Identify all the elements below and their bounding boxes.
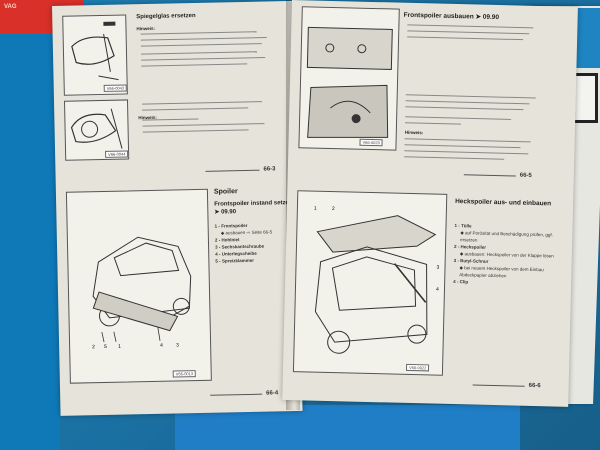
section-heading: Spiegelglas ersetzen: [136, 12, 196, 21]
callout: 1: [313, 205, 317, 212]
divider: [472, 384, 525, 387]
hinweis-label: Hinweis:: [138, 114, 157, 121]
page-number: 66-6: [528, 382, 541, 390]
mirror-glass-figure: [63, 99, 130, 161]
callout: 1: [118, 343, 121, 350]
figure-ref: V66-0020: [359, 138, 383, 147]
front-spoiler-illustration: [306, 26, 393, 138]
callout: 5: [104, 343, 107, 350]
callout: 2: [92, 344, 95, 351]
car-rear-illustration: [314, 215, 437, 354]
callout: 4: [160, 342, 163, 349]
rear-spoiler-figure: 1 2 3 4 V66-0022: [292, 190, 448, 376]
parts-list: 1 - Tülle ◆ auf Porösität und Beschädigu…: [453, 222, 559, 288]
figure-ref: V66-0044: [105, 150, 129, 158]
figure-ref: V66-0022: [405, 363, 430, 372]
section-heading: Frontspoiler ausbauen ➤ 09.90: [403, 11, 500, 22]
hinweis-label: Hinweis:: [136, 25, 156, 32]
mirror-glass-illustration: [70, 108, 123, 149]
section-heading: Heckspoiler aus- und einbauen: [455, 198, 552, 208]
figure-ref: V66-0013: [172, 370, 197, 378]
parts-list: 1 - Frontspoiler ◆ ausbauen ⇨ Seite 66-5…: [215, 221, 296, 265]
page-number: 66-5: [519, 172, 532, 179]
mirror-illustration: [71, 21, 119, 81]
section-subheading: Frontspoiler instand setzen ➤ 09.90: [214, 200, 293, 216]
mirror-figure: [62, 14, 128, 96]
page-number: 66-3: [263, 166, 276, 173]
text-lines: [140, 31, 267, 67]
divider: [205, 169, 260, 172]
blue-folder: [175, 405, 520, 450]
spoiler-figure: 2 5 1 4 3 V66-0013: [65, 188, 212, 384]
text-lines: [404, 24, 536, 160]
front-spoiler-figure: V66-0020: [298, 6, 400, 151]
list-item: 4 - Clip: [453, 279, 469, 285]
list-item: 5 - Spreizklammer: [215, 257, 254, 264]
callout: 2: [331, 206, 335, 213]
car-front-illustration: [92, 236, 192, 343]
callout: 3: [176, 342, 179, 349]
page-number: 66-4: [266, 390, 279, 397]
callout: 4: [435, 286, 439, 293]
hinweis-label: Hinweis:: [404, 129, 424, 136]
right-page: V66-0020 Frontspoiler ausbauen ➤ 09.90 H…: [282, 0, 578, 407]
divider: [210, 393, 263, 396]
spine-label: VAG: [4, 4, 17, 10]
list-item-sub: ◆ bei neuem Heckspoiler von dem Einbau A…: [459, 265, 544, 279]
section-heading: Spoiler: [213, 188, 238, 196]
text-lines: [142, 101, 265, 133]
figure-ref: V66-0043: [103, 84, 128, 92]
divider: [463, 174, 516, 177]
binder-spine: [0, 34, 60, 450]
left-page: V66-0043 Spiegelglas ersetzen Hinweis: V…: [52, 0, 303, 416]
callout: 3: [436, 264, 440, 271]
